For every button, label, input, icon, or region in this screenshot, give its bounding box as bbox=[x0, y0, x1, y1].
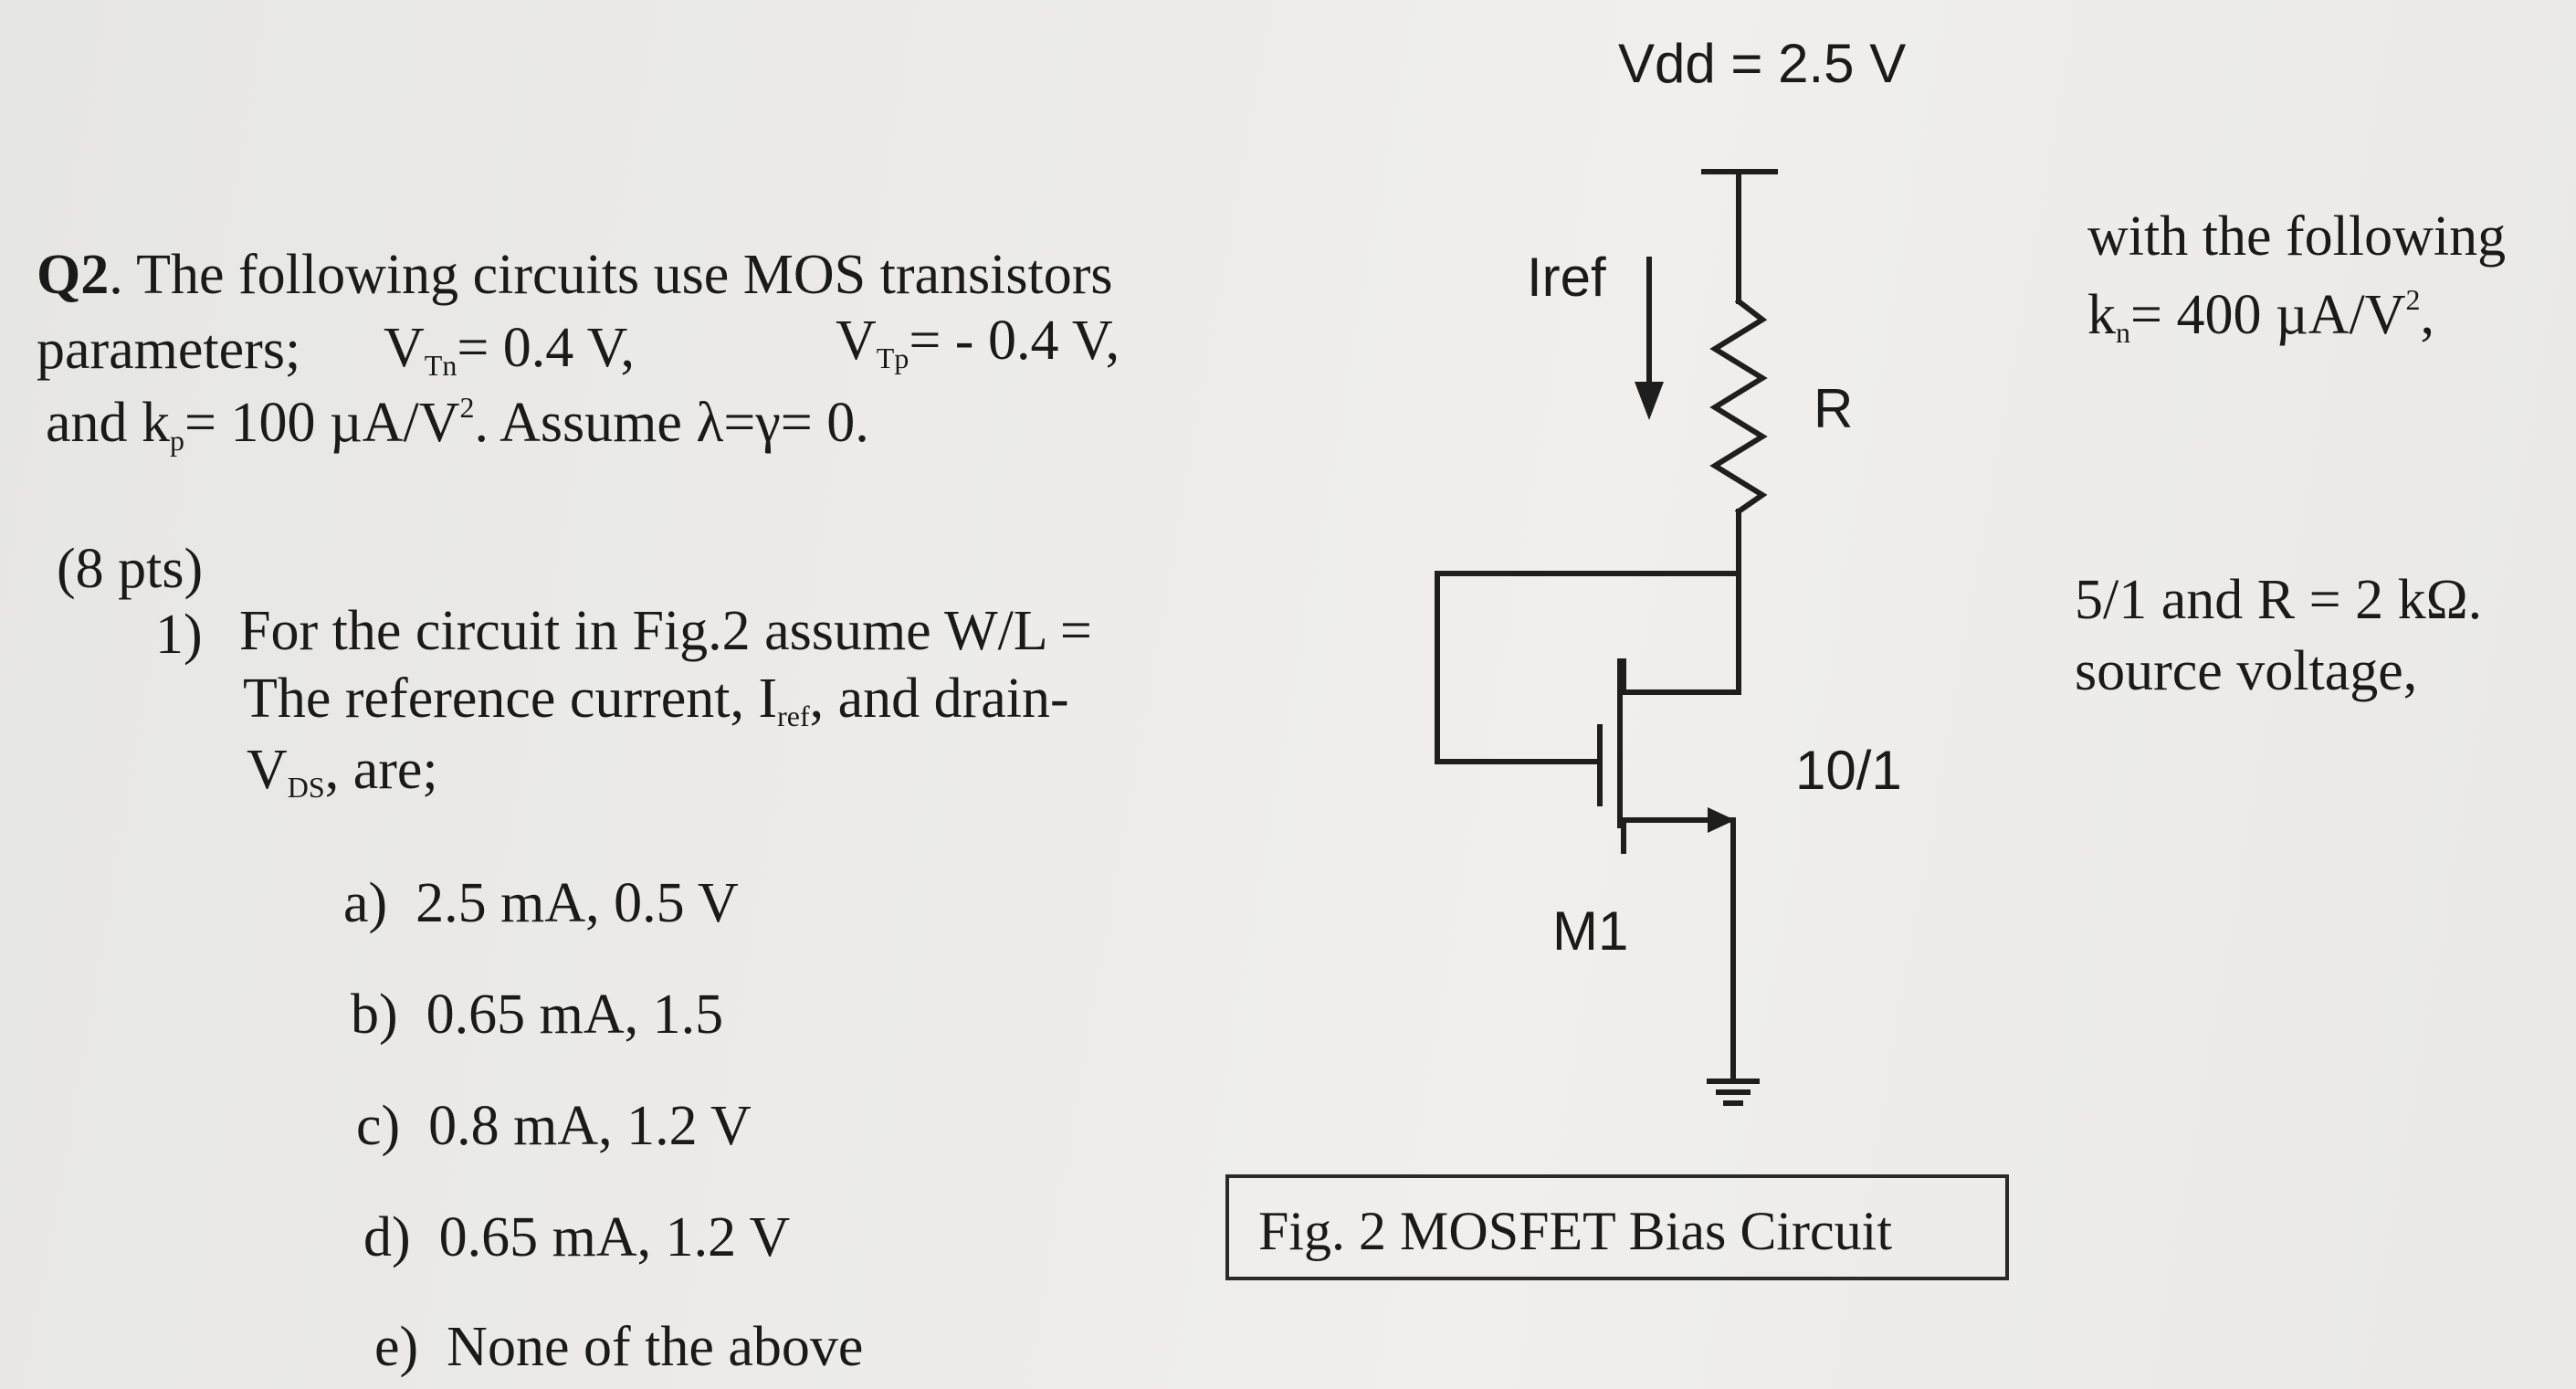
option-b[interactable]: b) 0.65 mA, 1.5 bbox=[351, 984, 724, 1046]
part-line3: VDS, are; bbox=[247, 739, 438, 804]
iref-arrow-head bbox=[1635, 382, 1664, 420]
option-c[interactable]: c) 0.8 mA, 1.2 V bbox=[356, 1095, 752, 1157]
params-prefix: parameters; bbox=[37, 319, 301, 381]
question-line1-right: with the following bbox=[2087, 205, 2507, 268]
question-line1: Q2. The following circuits use MOS trans… bbox=[37, 244, 1113, 306]
params-line: parameters; bbox=[37, 321, 300, 378]
vdd-label: Vdd = 2.5 V bbox=[1618, 33, 1907, 94]
figure-caption-box bbox=[1225, 1174, 2009, 1280]
option-d[interactable]: d) 0.65 mA, 1.2 V bbox=[363, 1206, 791, 1268]
part-line1-right: 5/1 and R = 2 kΩ. bbox=[2075, 569, 2483, 631]
kp-line: and kp= 100 µA/V2. Assume λ=γ= 0. bbox=[46, 391, 869, 457]
kn-param: kn= 400 µA/V2, bbox=[2087, 283, 2434, 349]
vtp-param: VTp= - 0.4 V, bbox=[836, 310, 1120, 374]
question-number: Q2 bbox=[37, 244, 110, 306]
part-line1: For the circuit in Fig.2 assume W/L = bbox=[239, 600, 1092, 662]
iref-label: Iref bbox=[1527, 247, 1606, 308]
transistor-label: M1 bbox=[1552, 900, 1629, 962]
part-line2-right: source voltage, bbox=[2075, 640, 2418, 702]
option-a[interactable]: a) 2.5 mA, 0.5 V bbox=[343, 872, 739, 934]
part-line2: The reference current, Iref, and drain- bbox=[243, 668, 1069, 732]
resistor-label: R bbox=[1814, 378, 1854, 439]
figure-caption: Fig. 2 MOSFET Bias Circuit bbox=[1258, 1201, 1892, 1261]
option-e[interactable]: e) None of the above bbox=[374, 1316, 864, 1378]
source-arrow-head bbox=[1708, 807, 1735, 833]
resistor-r bbox=[1709, 297, 1768, 516]
vtn-param: VTn= 0.4 V, bbox=[384, 317, 635, 382]
gate-drain-wire bbox=[1435, 571, 1741, 764]
part-number: 1) bbox=[155, 604, 203, 666]
transistor-ratio-label: 10/1 bbox=[1795, 740, 1902, 801]
points-label: (8 pts) bbox=[57, 538, 204, 600]
